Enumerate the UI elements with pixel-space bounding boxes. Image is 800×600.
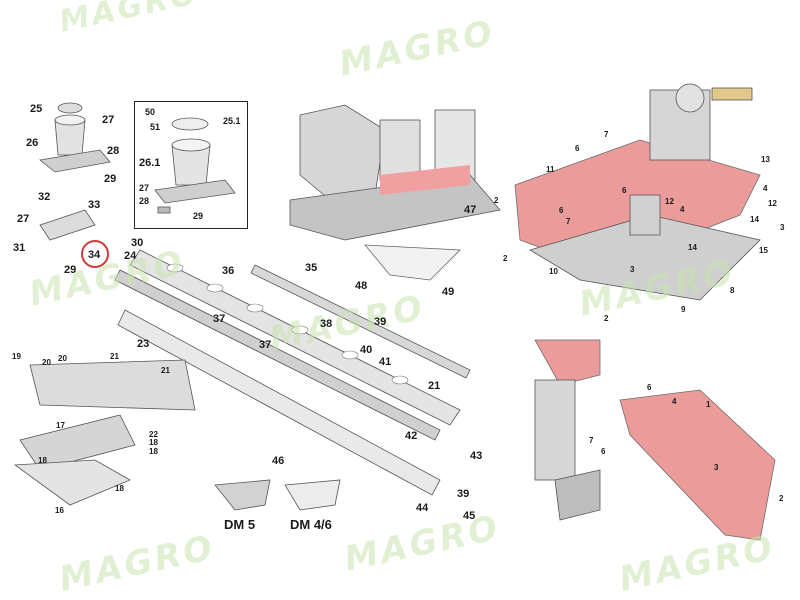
- end-plate-left: [29, 359, 196, 411]
- knife-dm46: [284, 479, 341, 511]
- bearing-housing-detail-26-1: [154, 117, 236, 214]
- knife-dm5: [214, 479, 271, 511]
- cutter-bar-holes: [166, 263, 409, 385]
- label-r-14: 14: [750, 215, 759, 224]
- label-24: 24: [124, 250, 137, 262]
- label-28: 28: [107, 145, 120, 157]
- label-46: 46: [272, 455, 285, 467]
- label-32: 32: [38, 191, 51, 203]
- label-22: 22: [149, 430, 158, 439]
- label-36: 36: [222, 265, 235, 277]
- mount-bracket-assembly: [514, 83, 761, 301]
- label-r-6: 6: [622, 186, 627, 195]
- label-r-15: 15: [759, 246, 768, 255]
- label-r-11: 11: [546, 165, 555, 174]
- label-r-3: 3: [630, 265, 635, 274]
- label-43: 43: [470, 450, 483, 462]
- detail-frame: [134, 101, 248, 229]
- label-r-2: 2: [503, 254, 508, 263]
- label-r-8: 8: [730, 286, 735, 295]
- label-18: 18: [38, 456, 47, 465]
- label-35: 35: [305, 262, 318, 274]
- label-r-2: 2: [604, 314, 609, 323]
- label-b-2: 2: [779, 494, 784, 503]
- label-37: 37: [213, 313, 226, 325]
- label-26-1: 26.1: [139, 157, 161, 169]
- label-45: 45: [463, 510, 476, 522]
- guard-assembly: [534, 339, 776, 541]
- label-26: 26: [26, 137, 39, 149]
- label-dm46: DM 4/6: [290, 517, 332, 532]
- label-b-1: 1: [706, 400, 711, 409]
- label-38: 38: [320, 318, 333, 330]
- label-30: 30: [131, 237, 144, 249]
- label-r-14: 14: [688, 243, 697, 252]
- label-21: 21: [110, 352, 119, 361]
- label-21: 21: [428, 380, 441, 392]
- label-r-9: 9: [681, 305, 686, 314]
- label-r-6: 6: [575, 144, 580, 153]
- label-29: 29: [193, 211, 204, 221]
- label-18: 18: [149, 438, 158, 447]
- label-b-4: 4: [672, 397, 677, 406]
- label-18: 18: [149, 447, 158, 456]
- label-b-6: 6: [601, 447, 606, 456]
- label-25: 25: [30, 103, 43, 115]
- label-b-7: 7: [589, 436, 594, 445]
- label-25-1: 25.1: [223, 116, 241, 126]
- label-27: 27: [17, 213, 30, 225]
- label-34: 34: [88, 249, 101, 261]
- label-27: 27: [139, 183, 150, 193]
- label-b-6: 6: [647, 383, 652, 392]
- label-r-3: 3: [780, 223, 785, 232]
- label-50: 50: [145, 107, 156, 117]
- label-r-6: 6: [559, 206, 564, 215]
- label-r-4: 4: [763, 184, 768, 193]
- label-18: 18: [115, 484, 124, 493]
- label-27: 27: [102, 114, 115, 126]
- label-51: 51: [150, 122, 161, 132]
- gearbox-assembly-47: [289, 104, 501, 241]
- skid-17: [19, 414, 136, 471]
- label-dm5: DM 5: [224, 517, 256, 532]
- cover-plate-48: [364, 244, 461, 281]
- label-44: 44: [416, 502, 429, 514]
- label-r-12: 12: [768, 199, 777, 208]
- label-r-2: 2: [494, 196, 499, 205]
- label-16: 16: [55, 506, 64, 515]
- label-r-7: 7: [604, 130, 609, 139]
- label-29: 29: [64, 264, 77, 276]
- label-b-3: 3: [714, 463, 719, 472]
- bearing-housing-26: [39, 102, 111, 241]
- label-41: 41: [379, 356, 392, 368]
- label-r-4: 4: [680, 205, 685, 214]
- label-r-12: 12: [665, 197, 674, 206]
- label-23: 23: [137, 338, 150, 350]
- label-40: 40: [360, 344, 373, 356]
- label-19: 19: [12, 352, 21, 361]
- label-17: 17: [56, 421, 65, 430]
- label-31: 31: [13, 242, 26, 254]
- label-39: 39: [457, 488, 470, 500]
- skid-16: [13, 459, 131, 506]
- label-r-13: 13: [761, 155, 770, 164]
- highlight-circle-34: [81, 240, 109, 268]
- label-r-7: 7: [566, 217, 571, 226]
- label-42: 42: [405, 430, 418, 442]
- label-20: 20: [42, 358, 51, 367]
- label-28: 28: [139, 196, 150, 206]
- cutter-bar-plates: [114, 249, 471, 496]
- label-37: 37: [259, 339, 272, 351]
- label-39: 39: [374, 316, 387, 328]
- label-33: 33: [88, 199, 101, 211]
- label-49: 49: [442, 286, 455, 298]
- label-r-10: 10: [549, 267, 558, 276]
- label-20: 20: [58, 354, 67, 363]
- label-48: 48: [355, 280, 368, 292]
- label-47: 47: [464, 204, 477, 216]
- label-29: 29: [104, 173, 117, 185]
- label-21: 21: [161, 366, 170, 375]
